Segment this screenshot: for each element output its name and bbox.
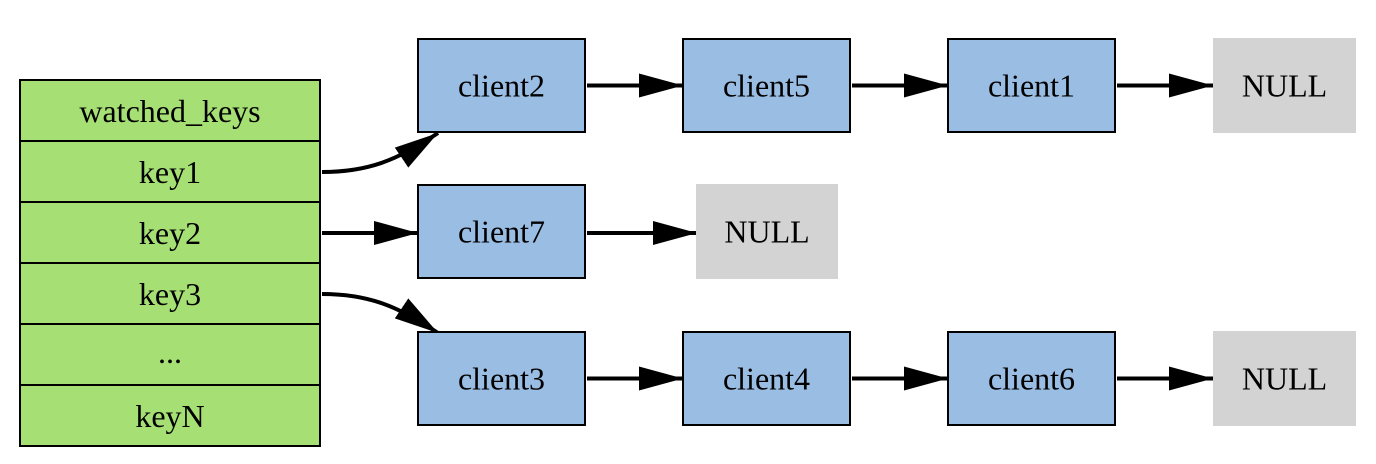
client-node-box — [417, 184, 586, 279]
table-row-box — [19, 384, 321, 447]
client-node-label: client4 — [723, 361, 810, 397]
client-node-label: client1 — [988, 68, 1075, 104]
edge-key1-to-client2 — [321, 131, 440, 174]
client-node-box — [947, 38, 1116, 133]
table-row-box — [19, 201, 321, 264]
null-node-label: NULL — [1242, 361, 1327, 397]
client-node: client7 — [417, 184, 586, 279]
client-node: client2 — [417, 38, 586, 133]
chain-key1: client2 client5 client1 NULL — [417, 38, 1356, 133]
client-node-box — [682, 331, 851, 426]
client-node-label: client3 — [458, 361, 545, 397]
null-node-box — [1213, 331, 1356, 426]
client-node: client4 — [682, 331, 851, 426]
watched-keys-table: watched_keys key1 key2 key3 ... keyN — [19, 79, 321, 447]
table-row-keyN: keyN — [19, 384, 321, 447]
table-row-label: key1 — [139, 154, 201, 190]
client-node: client1 — [947, 38, 1116, 133]
table-row-label: ... — [158, 334, 182, 370]
null-node-label: NULL — [1242, 68, 1327, 104]
table-row-label: key3 — [139, 276, 201, 312]
chain-key2: client7 NULL — [417, 184, 838, 279]
chain-key3: client3 client4 client6 NULL — [417, 331, 1356, 426]
client-node-box — [947, 331, 1116, 426]
table-header-box — [19, 79, 321, 142]
table-row-box — [19, 140, 321, 203]
table-row-label: keyN — [135, 398, 204, 434]
null-node-label: NULL — [724, 214, 809, 250]
table-row-box — [19, 262, 321, 325]
null-node: NULL — [1213, 38, 1356, 133]
table-row-key1: key1 — [19, 140, 321, 203]
table-row-key3: key3 — [19, 262, 321, 325]
client-node: client5 — [682, 38, 851, 133]
edge-key3-to-client3 — [321, 292, 440, 335]
table-header-label: watched_keys — [79, 93, 260, 129]
client-node-box — [417, 331, 586, 426]
client-node-label: client7 — [458, 214, 545, 250]
table-row-key2: key2 — [19, 201, 321, 264]
null-node: NULL — [696, 184, 838, 279]
table-header-cell: watched_keys — [19, 79, 321, 142]
client-node: client3 — [417, 331, 586, 426]
null-node: NULL — [1213, 331, 1356, 426]
null-node-box — [1213, 38, 1356, 133]
client-node-label: client5 — [723, 68, 810, 104]
table-row-label: key2 — [139, 215, 201, 251]
client-node-label: client6 — [988, 361, 1075, 397]
client-node-box — [417, 38, 586, 133]
key-edges — [321, 131, 440, 335]
table-row-ellipsis: ... — [19, 323, 321, 386]
client-node-label: client2 — [458, 68, 545, 104]
client-node: client6 — [947, 331, 1116, 426]
null-node-box — [696, 184, 838, 279]
client-node-box — [682, 38, 851, 133]
